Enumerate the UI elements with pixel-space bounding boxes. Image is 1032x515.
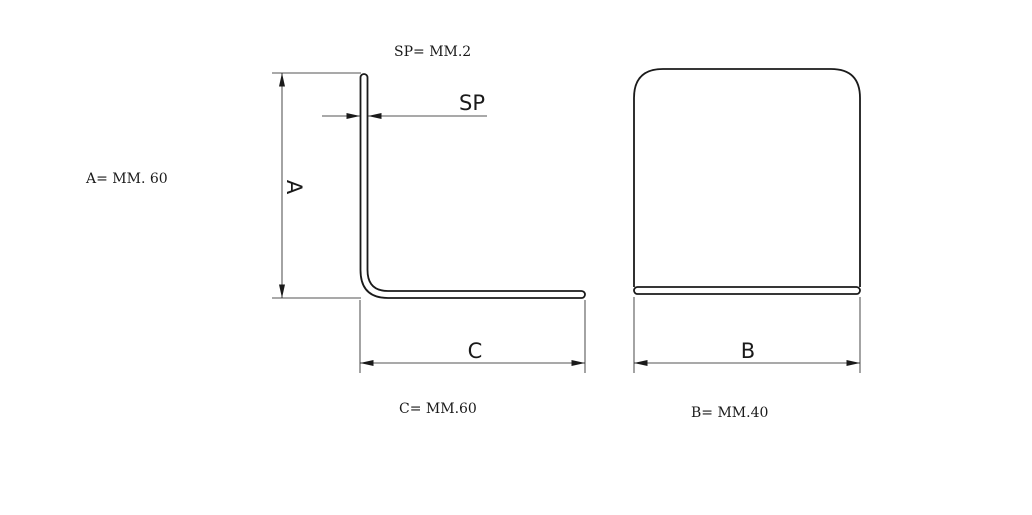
bracket-side-profile [359, 73, 586, 299]
dimension-a [272, 72, 361, 299]
dimension-b [633, 297, 861, 373]
dimension-label-sp: SP [459, 91, 485, 115]
front-plate-base [633, 286, 861, 295]
spec-b-value: B= MM.40 [691, 405, 769, 421]
bracket-profile-outline [359, 73, 586, 299]
dimension-c [359, 300, 586, 373]
dimension-label-b: B [741, 339, 755, 363]
spec-c-value: C= MM.60 [399, 401, 477, 417]
dimension-label-a: A [282, 180, 306, 195]
bracket-front-view [633, 68, 861, 295]
dimension-label-c: C [468, 339, 483, 363]
spec-sp-value: SP= MM.2 [394, 44, 472, 60]
front-plate-outline [633, 68, 861, 287]
spec-a-value: A= MM. 60 [86, 171, 168, 187]
